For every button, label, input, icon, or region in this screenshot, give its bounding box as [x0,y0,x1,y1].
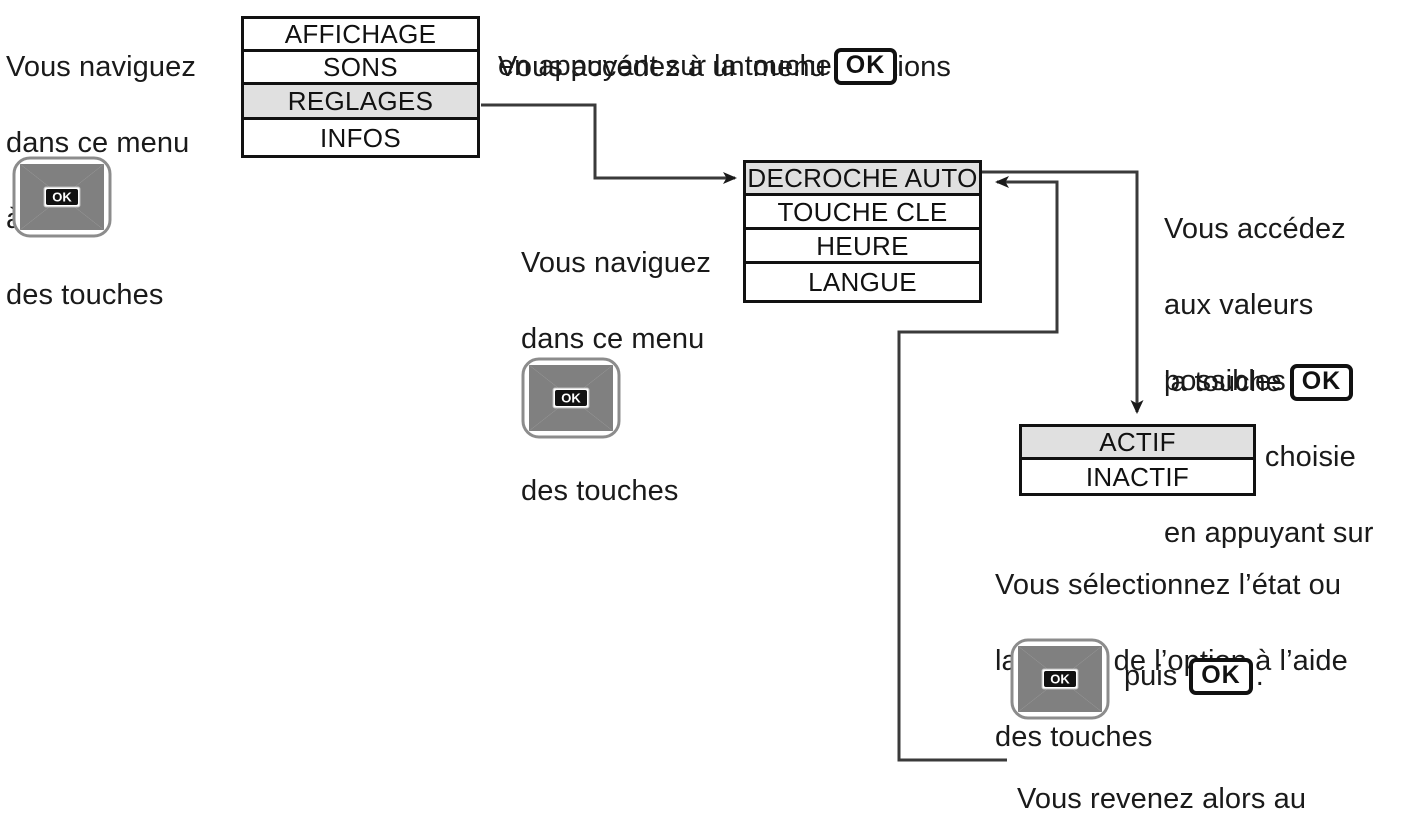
options-menu-item-decroche-auto-label: DECROCHE AUTO [747,163,978,193]
options-menu-item-touche-cle[interactable]: TOUCHE CLE [746,196,979,230]
ok-key-badge-right[interactable]: OK [1289,364,1354,401]
wire-options-to-values [982,170,1144,414]
options-menu-box: DECROCHE AUTO TOUCHE CLE HEURE LANGUE [743,160,982,303]
main-menu-item-infos[interactable]: INFOS [244,120,477,155]
main-menu-item-affichage[interactable]: AFFICHAGE [244,19,477,52]
right-instruction-line-5: en appuyant sur [1164,517,1374,549]
top-right-instruction-row-2: en appuyant sur la touche OK [498,48,898,85]
navkey-left-arrow [529,365,571,431]
left-instruction-line-2: dans ce menu [6,127,190,159]
navkey-left-arrow [1018,646,1060,712]
options-menu-item-touche-cle-label: TOUCHE CLE [777,196,948,227]
navkey-right-arrow [62,164,104,230]
options-menu-item-heure-label: HEURE [816,230,909,261]
select-state-line-1: Vous sélectionnez l’état ou [995,569,1342,601]
main-menu-item-infos-label: INFOS [320,122,401,153]
navkey-down-arrow [529,398,613,431]
navkey-right-arrow [571,365,613,431]
left-instruction-line-4: des touches [6,279,164,311]
navkey-ok-label: OK [561,391,581,406]
select-state-line-3: des touches [995,721,1153,753]
options-menu-item-langue-label: LANGUE [808,267,917,297]
main-menu-box: AFFICHAGE SONS REGLAGES INFOS [241,16,480,158]
navkey-down-arrow [1018,679,1102,712]
navkey-ok-label: OK [52,190,72,205]
then-press-ok-row: puis OK . [1124,658,1264,695]
middle-instruction-line-2: dans ce menu [521,323,705,355]
middle-instruction-line-4: des touches [521,475,679,507]
options-menu-item-decroche-auto[interactable]: DECROCHE AUTO [746,163,979,196]
navkey-right-arrow [1060,646,1102,712]
main-menu-item-affichage-label: AFFICHAGE [284,19,437,49]
values-menu-item-actif[interactable]: ACTIF [1022,427,1253,460]
ok-key-badge-top[interactable]: OK [833,48,898,85]
navkey-up-arrow [529,365,613,398]
trailing-punctuation: . [1255,660,1264,692]
main-menu-item-sons[interactable]: SONS [244,52,477,85]
right-instruction-line-2: aux valeurs [1164,289,1314,321]
return-note-text: Vous revenez alors au menu d’options pré… [1017,742,1361,820]
then-word-label: puis [1124,660,1178,692]
navkey-left[interactable]: OK [12,156,112,243]
navkey-down-arrow [20,197,104,230]
navkey-bottom[interactable]: OK [1010,638,1110,725]
options-menu-item-langue[interactable]: LANGUE [746,264,979,300]
options-menu-item-heure[interactable]: HEURE [746,230,979,264]
return-note-line-1: Vous revenez alors au [1017,783,1307,815]
right-instruction-line-1: Vous accédez [1164,213,1346,245]
main-menu-item-reglages-label: REGLAGES [287,86,434,116]
navkey-middle[interactable]: OK [521,357,621,444]
navkey-up-arrow [20,164,104,197]
navkey-ok-label: OK [1050,672,1070,687]
ok-key-badge-bottom[interactable]: OK [1189,658,1253,695]
main-menu-item-reglages[interactable]: REGLAGES [244,85,477,120]
values-menu-item-inactif[interactable]: INACTIF [1022,460,1253,493]
navkey-left-arrow [20,164,62,230]
middle-instruction-line-1: Vous naviguez [521,247,711,279]
navkey-up-arrow [1018,646,1102,679]
values-menu-box: ACTIF INACTIF [1019,424,1256,496]
left-instruction-line-1: Vous naviguez [6,51,196,83]
right-instruction-line-6-text: la touche [1164,366,1282,398]
main-menu-item-sons-label: SONS [323,52,398,82]
top-right-line-2-text: en appuyant sur la touche [498,50,832,82]
values-menu-item-actif-label: ACTIF [1099,427,1176,457]
values-menu-item-inactif-label: INACTIF [1085,461,1190,492]
right-instruction-text: Vous accédez aux valeurs possibles de l’… [1164,172,1373,590]
right-instruction-row-6: la touche OK [1164,364,1354,401]
